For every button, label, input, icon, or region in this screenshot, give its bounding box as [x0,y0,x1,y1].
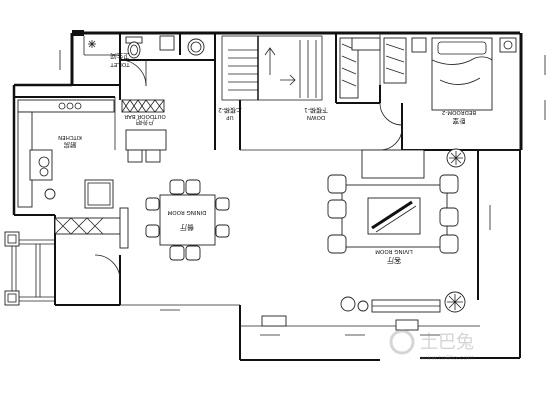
toilet-fixture [125,36,143,59]
dining-table [159,194,216,246]
dining-room: DINING ROOM 餐厅 [145,179,230,261]
dining-chair [215,224,230,238]
armchair [327,174,347,194]
terrace [4,231,55,306]
sink-cabinet [159,35,175,51]
armchair [327,199,347,219]
window [395,319,419,331]
fridge [84,179,114,209]
toilet-label-cn: 卫生间 [110,52,130,61]
lamp-icon [503,40,513,50]
terrace-post-top [4,231,20,247]
armchair [439,234,459,254]
bar-shelf [121,99,165,113]
shower-icon [88,40,96,48]
entry-door-swing [94,254,121,281]
outdoor-bar: 户外吧 OUTDOOR BAR [121,99,167,163]
dining-chair [145,197,160,211]
living-label-cn: 客厅 [387,256,401,265]
kitchen-cabinet [54,217,121,235]
dining-chair [185,179,201,195]
outer-walls [12,30,523,361]
tv-cabinet [361,149,425,179]
dining-label-cn: 餐厅 [180,223,194,232]
staircase: 下楼梯-1 DOWN 上楼梯-2 UP [218,35,328,120]
bedroom-label-en: BEDROOM-2 [442,109,476,115]
bar-stool-right [145,149,161,163]
dining-chair [185,245,201,261]
watermark-brand: 土巴兔 [420,332,474,353]
armchair [439,174,459,194]
kitchen-label-en: KITCHEN [58,134,82,140]
bar-stool-left [127,149,143,163]
window [261,315,287,327]
outdoor-bar-label-cn: 户外吧 [136,118,154,126]
living-room: 客厅 LIVING ROOM [261,148,466,331]
dimension-markers [59,50,546,336]
toilet-label-en: TOILET [110,61,131,67]
armchair [439,207,459,227]
kitchen-label-cn: 厨房 [64,141,77,150]
kitchen: 厨房 KITCHEN [17,99,129,281]
dining-chair [169,245,185,261]
terrace-post-bottom [4,290,20,306]
stair-arrow-icon [264,47,276,75]
kitchen-sink [29,149,53,181]
bedroom-door-swing [379,102,403,126]
watermark-site: www.to8to.com [420,354,474,362]
plant-icon [357,300,369,312]
nightstand [411,37,427,53]
armchair [327,234,347,254]
bar-counter [125,129,167,151]
stair-up-label-en: UP [226,114,234,120]
dining-chair [145,224,160,238]
bedroom-label-cn: 卧室 [452,117,466,126]
living-label-en: LIVING ROOM [375,248,413,254]
dining-label-en: DINING ROOM [167,209,206,215]
wardrobe-left [339,37,359,99]
watermark-logo-icon [389,329,415,355]
toilet-room: 卫生间 TOILET [83,35,205,87]
stair-up-label-cn: 上楼梯-2 [218,106,242,114]
dining-chair [169,179,185,195]
kitchen-upper-counter [17,99,115,113]
bed [431,37,493,111]
wash-basin [187,38,205,56]
bedroom-2: 卧室 BEDROOM-2 [339,37,517,151]
stair-down-label-cn: 下楼梯-1 [304,106,328,114]
stove-burner [44,188,56,200]
nightstand [499,37,517,53]
stair-down-label-en: DOWN [307,114,325,120]
outdoor-bar-label-en: OUTDOOR BAR [124,113,166,119]
plant-icon [340,296,356,312]
dining-chair [215,197,230,211]
watermark: 土巴兔 www.to8to.com [389,329,474,362]
